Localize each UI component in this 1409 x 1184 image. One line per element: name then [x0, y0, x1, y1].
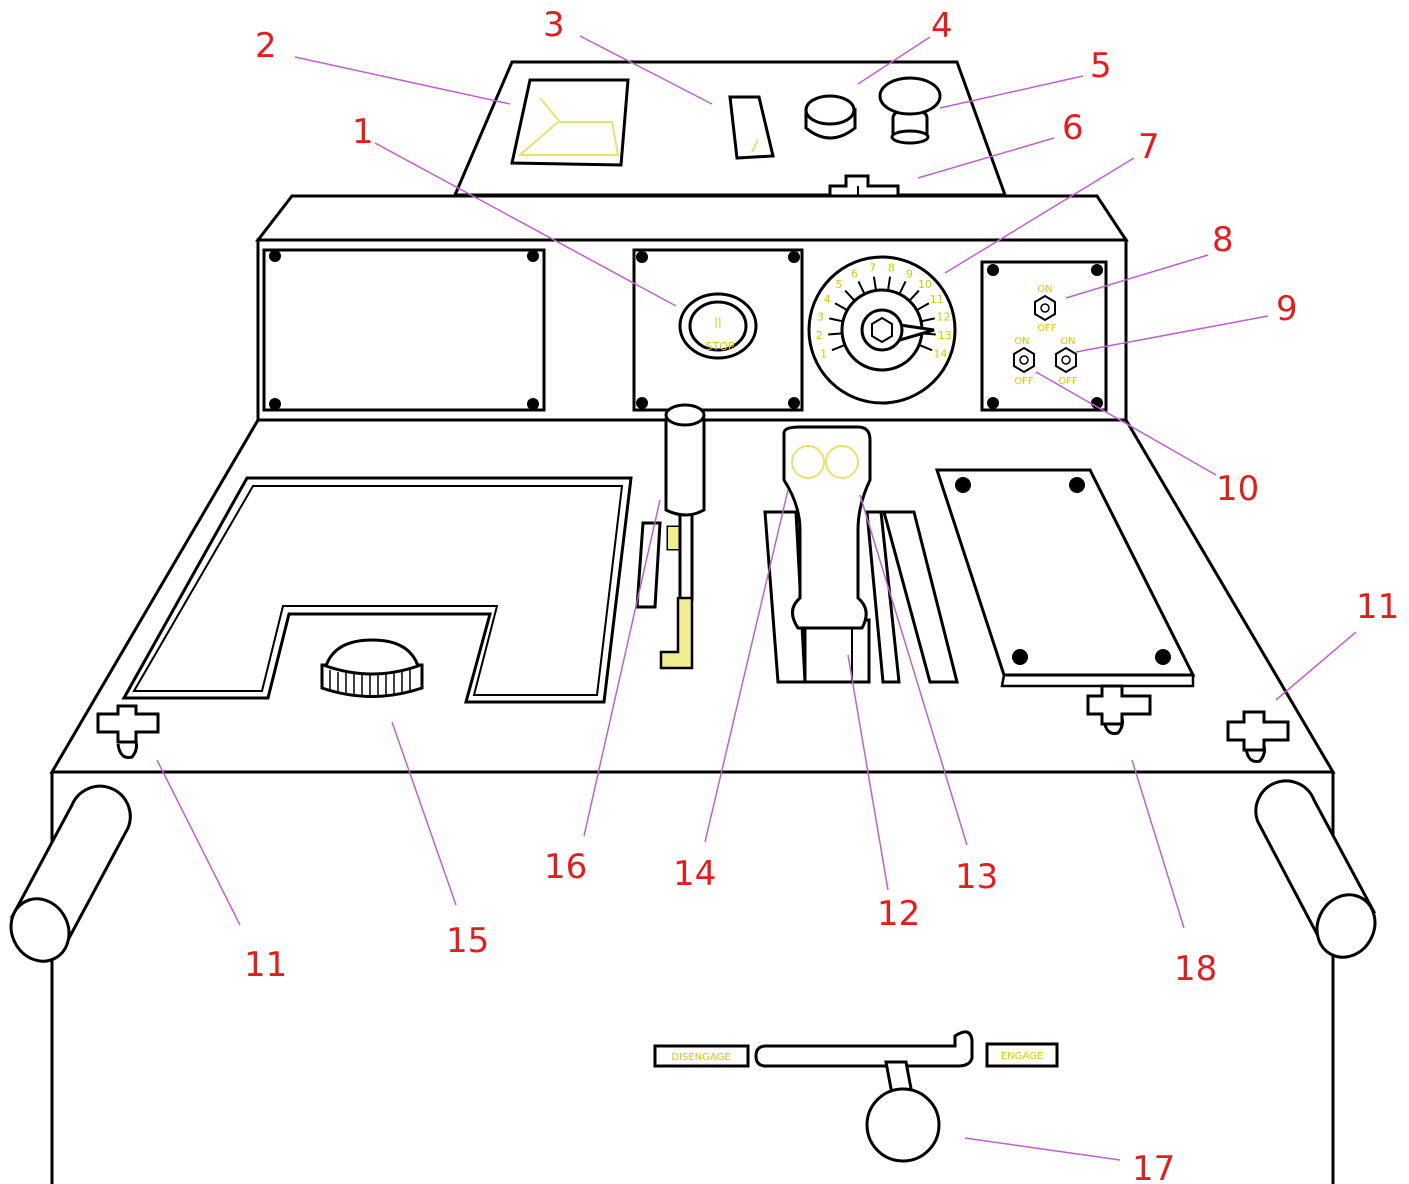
cross-knob-11-left	[96, 704, 160, 759]
dial-number: 13	[938, 329, 952, 342]
dial-number: 9	[906, 267, 913, 280]
svg-text:ENGAGE: ENGAGE	[1001, 1051, 1043, 1062]
t-handle-assembly	[763, 425, 959, 684]
callout-numbers: 1 2 3 4 5 6 7 8 9 10 11 11 12 13 14 15 1…	[244, 5, 1399, 1184]
dial-number: 1	[820, 348, 827, 361]
dial-number: 14	[933, 348, 947, 361]
cross-knob-11-right	[1226, 710, 1290, 763]
dial-tick	[857, 280, 866, 295]
stop-button-plate: || STOP	[632, 248, 804, 412]
dial-number: 5	[835, 278, 842, 291]
stop-label: STOP	[706, 340, 735, 353]
callout-6: 6	[1062, 108, 1084, 148]
dial-tick	[920, 317, 935, 323]
push-button-4	[804, 94, 857, 140]
dial-tick	[834, 302, 848, 312]
svg-text:DISENGAGE: DISENGAGE	[671, 1052, 730, 1063]
svg-text:ON: ON	[1014, 336, 1029, 347]
lever-16	[635, 403, 706, 670]
callout-3: 3	[543, 5, 565, 45]
svg-text:OFF: OFF	[1058, 376, 1078, 387]
filler-cap-15	[320, 638, 424, 698]
callout-7: 7	[1138, 127, 1160, 167]
callout-11-right: 11	[1356, 587, 1399, 627]
dial-tick	[872, 276, 877, 291]
dial-number: 10	[918, 278, 932, 291]
engage-lever-17: DISENGAGE ENGAGE	[653, 1030, 1059, 1163]
dial-tick	[831, 344, 846, 352]
toggle-switch-10: ON OFF	[1013, 336, 1035, 387]
callout-15: 15	[446, 921, 489, 961]
cabinet-front: DISENGAGE ENGAGE	[9, 772, 1377, 1184]
handle-left	[9, 784, 132, 963]
callout-18: 18	[1174, 949, 1217, 989]
dial-tick	[898, 280, 907, 295]
toggle-switch-8: ON OFF	[1034, 284, 1057, 334]
deck	[49, 403, 1336, 774]
dial-tick	[887, 276, 892, 291]
cover-plate	[121, 476, 633, 704]
leader-lines	[156, 35, 1357, 1161]
dial-tick	[908, 289, 920, 302]
dial-number: 12	[937, 310, 951, 323]
callout-11-left: 11	[244, 945, 287, 985]
blank-plate	[262, 248, 546, 412]
dial-tick	[844, 289, 856, 302]
callout-5: 5	[1090, 46, 1112, 86]
dial-number: 6	[851, 267, 858, 280]
dial-number: 4	[824, 293, 831, 306]
callout-9: 9	[1276, 289, 1298, 329]
small-switch	[728, 95, 775, 160]
svg-text:||: ||	[714, 315, 721, 328]
dial-number: 3	[817, 310, 824, 323]
svg-text:OFF: OFF	[1014, 376, 1034, 387]
callout-14: 14	[673, 854, 716, 894]
callout-13: 13	[955, 857, 998, 897]
toggle-switch-plate: ON OFF ON OFF ON OFF	[980, 260, 1108, 412]
cross-knob-18	[1086, 684, 1152, 735]
callout-2: 2	[255, 26, 277, 66]
dial-tick	[829, 317, 844, 323]
svg-text:OFF: OFF	[1037, 323, 1057, 334]
dial-number: 8	[888, 262, 895, 275]
callout-16: 16	[544, 847, 587, 887]
dial-number: 7	[869, 262, 876, 275]
bolted-plate	[934, 468, 1196, 688]
callout-12: 12	[877, 894, 920, 934]
t-handle-14	[782, 425, 872, 630]
dial-number: 2	[816, 329, 823, 342]
top-panel	[452, 60, 1008, 233]
dial-tick	[916, 302, 930, 312]
callout-8: 8	[1212, 220, 1234, 260]
handle-right	[1254, 779, 1377, 959]
callout-1: 1	[352, 112, 374, 152]
svg-text:ON: ON	[1060, 336, 1075, 347]
mushroom-button-5	[878, 76, 942, 145]
callout-4: 4	[931, 6, 953, 46]
callout-17: 17	[1132, 1149, 1175, 1184]
toggle-switch-9: ON OFF	[1055, 336, 1078, 387]
dial-number: 11	[930, 293, 944, 306]
callout-10: 10	[1216, 469, 1259, 509]
dial-tick	[828, 332, 843, 336]
svg-text:ON: ON	[1037, 284, 1052, 295]
dial-tick	[918, 344, 933, 352]
